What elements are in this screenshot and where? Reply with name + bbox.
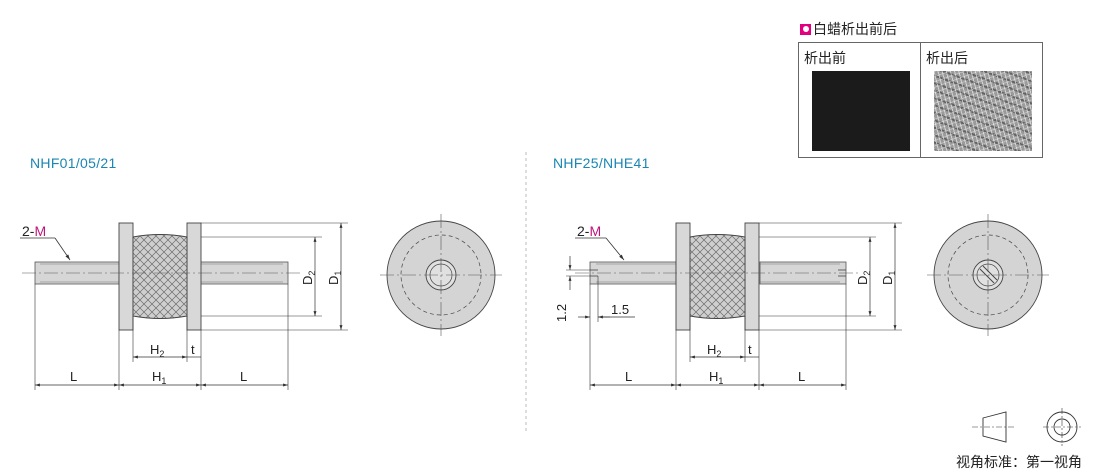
right-h2-label: H2	[707, 342, 721, 359]
bloom-after-cell: 析出后	[921, 43, 1042, 157]
left-flange-left	[118, 222, 134, 331]
right-slot-depth-label: 1.5	[611, 302, 629, 317]
left-d2-label: D2	[300, 271, 317, 285]
left-rubber-body	[132, 234, 188, 319]
right-end-view	[927, 214, 1049, 336]
projection-standard-label: 视角标准：第一视角	[956, 455, 1082, 471]
right-h1-label: H1	[709, 369, 723, 386]
left-drawing-title: NHF01/05/21	[30, 155, 117, 171]
left-l-label-2: L	[240, 369, 247, 384]
left-h1-label: H1	[152, 369, 166, 386]
right-side-view: 2-M 1.2 1.5 D2 D1 H2 t L	[554, 222, 902, 390]
left-t-label: t	[191, 342, 195, 357]
bloom-marker-icon	[800, 23, 811, 35]
right-drawing-title: NHF25/NHE41	[553, 155, 650, 171]
right-t-label: t	[748, 342, 752, 357]
right-flange-left	[675, 222, 691, 331]
bloom-title-text: 白蜡析出前后	[813, 22, 897, 38]
right-d2-label: D2	[855, 271, 872, 285]
right-slot-width-label: 1.2	[554, 304, 569, 322]
bloom-after-label: 析出后	[926, 51, 968, 67]
right-d1-label: D1	[880, 271, 897, 285]
left-thread-label: 2-M	[22, 223, 46, 239]
right-l-label-1: L	[625, 369, 632, 384]
bloom-before-label: 析出前	[804, 51, 846, 67]
projection-symbol-icon	[972, 408, 1081, 446]
left-end-view	[380, 214, 502, 336]
left-flange-right	[186, 222, 202, 331]
right-l-label-2: L	[798, 369, 805, 384]
bloom-before-cell: 析出前	[799, 43, 921, 157]
bloom-legend-title: 白蜡析出前后	[800, 19, 897, 39]
left-side-view: 2-M D2 D1 H2 t L H1 L	[20, 222, 348, 390]
left-l-label-1: L	[70, 369, 77, 384]
bloom-before-image	[812, 71, 910, 151]
right-flange-right	[744, 222, 760, 331]
left-d1-label: D1	[326, 271, 343, 285]
bloom-after-image	[934, 71, 1032, 151]
bloom-comparison-table: 析出前 析出后	[798, 42, 1043, 158]
left-h2-label: H2	[150, 342, 164, 359]
right-rubber-body	[689, 234, 746, 319]
right-thread-label: 2-M	[577, 223, 601, 239]
